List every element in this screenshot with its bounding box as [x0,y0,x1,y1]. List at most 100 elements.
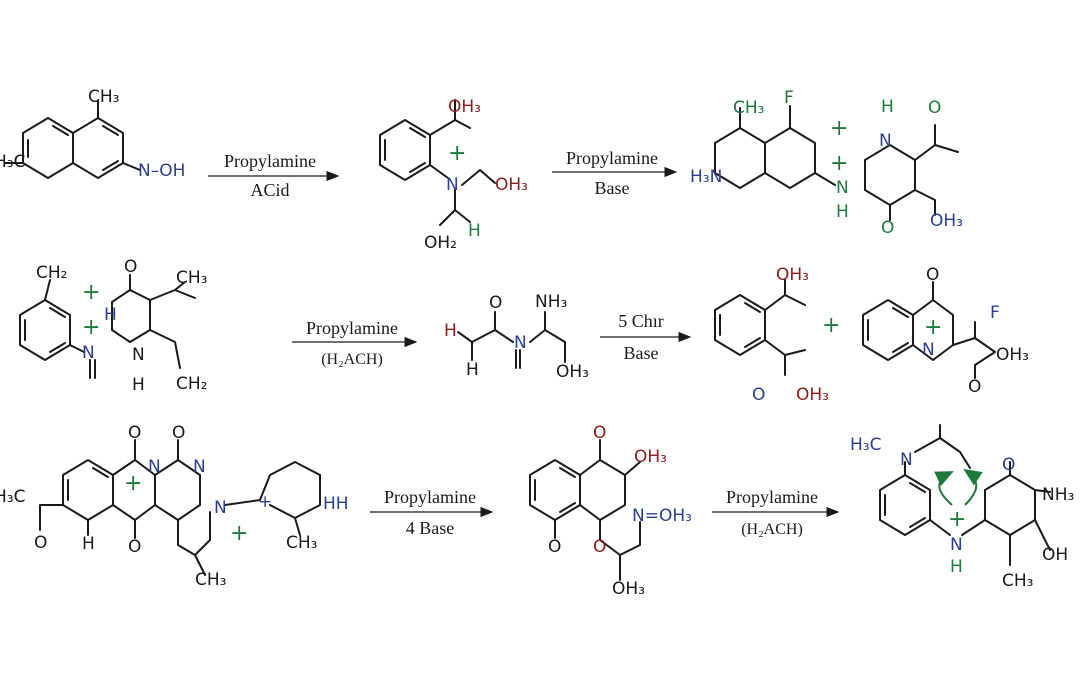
molecule-2-iminium-ketone: OH₃ + N OH₃ OH₂ H [379,97,528,253]
n-label-12: N [950,535,963,555]
molecule-6-aryl-ketone: OH₃ O OH₃ [714,265,829,405]
n-label-6: N [514,333,527,353]
h-label-3: H [881,97,894,117]
oh3-label: OH₃ [448,97,481,117]
plus-sign-7: + [924,315,942,340]
molecule-10-diarylamine: H₃C N + N H O NH₃ OH CH₃ [850,424,1074,591]
h-label-8: H [82,534,95,554]
f-label: F [784,88,794,108]
plus-sign-4: + [82,280,100,305]
oh3-label-7: OH₃ [996,345,1029,365]
hh-label: HH [323,494,349,514]
arrow-3-reagent: Propylamine [306,318,398,338]
h3c-label-2: H₃C [0,487,25,507]
oh3-label-3: OH₃ [930,211,963,231]
n-label-4: N [82,343,95,363]
h-label-7: H [466,360,479,380]
n-label-3: N [879,131,892,151]
o-label-2: O [881,218,894,238]
h-label-9: H [950,557,963,577]
arrow-4-condition: Base [624,343,659,363]
oh3-label-6: OH₃ [796,385,829,405]
o-label-8: O [128,423,141,443]
reaction-arrow-4: 5 Chır Base [600,311,692,363]
n-oh-label: N–OH [138,161,185,181]
c-center-label: + [258,492,272,512]
n-label-2: N [836,178,849,198]
plus-sign-6: + [822,313,840,338]
molecule-5-enamine: H O N NH₃ H OH₃ [444,292,589,382]
oh3-label-9: OH₃ [612,579,645,599]
reaction-arrow-3: Propylamine (H₂ACH) [292,318,418,368]
molecule-9-naphthoquinone-oxazinone: O OH₃ O N=OH₃ O OH₃ [529,423,692,599]
n-label-8: N [148,457,161,477]
o-label-9: O [172,423,185,443]
arrow-5-reagent: Propylamine [384,487,476,507]
molecule-1-dimethylnaphthalene-noh: CH₃ H₃C N–OH [0,87,185,181]
h3c-label: H₃C [0,152,25,172]
molecule-7-quinolinone: O + N F O OH₃ [862,265,1029,397]
ch3-label-5: CH₃ [195,570,226,590]
arrow-6-condition: (H₂ACH) [741,521,803,538]
o-label-12: O [593,423,606,443]
f-label-2: F [990,303,1000,323]
h-label-2: H [836,202,849,222]
n-label-5: N [132,345,145,365]
reaction-arrow-1: Propylamine ACid [208,151,340,200]
molecule-3-isoquinoline-pyridine: CH₃ F H₃N N H + + N H O O OH₃ [690,88,963,238]
n-label-11: N [900,450,913,470]
h-label-6: H [444,321,457,341]
reaction-arrow-6: Propylamine (H₂ACH) [712,487,840,538]
oh-label: OH [1042,545,1068,565]
n-oh3-label: N=OH₃ [632,506,692,526]
molecule-8-polycyclic: O O N N + O H₃C O H N + + HH CH₃ CH₃ [0,423,349,590]
n-label-10: N [214,498,227,518]
oh2-label: OH₂ [424,233,457,253]
oh3-label-8: OH₃ [634,447,667,467]
nh3-label-2: NH₃ [1042,485,1074,505]
ch3-label: CH₃ [88,87,119,107]
ch3-label-6: CH₃ [1002,571,1033,591]
reaction-arrow-5: Propylamine 4 Base [370,487,494,538]
n-label-7: N [922,340,935,360]
o-label-10: O [128,537,141,557]
ch3-label-4: CH₃ [286,533,317,553]
h-label-5: H [132,375,145,395]
h-label: H [468,221,481,241]
plus-sign-3: + [830,151,848,176]
n-label: N [446,175,459,195]
arrow-2-condition: Base [595,178,630,198]
reaction-arrow-2: Propylamine Base [552,148,678,198]
h-label-4: H [104,305,117,325]
arrow-5-condition: 4 Base [406,518,455,538]
nh3-label: NH₃ [535,292,567,312]
ch3-label-3: CH₃ [176,268,207,288]
arrow-6-reagent: Propylamine [726,487,818,507]
o-label: O [928,98,941,118]
molecule-4-benzyl-pyrimidine: CH₂ + + N H O N H CH₃ CH₂ [19,257,207,395]
plus-sign-2: + [830,116,848,141]
o-label-15: O [1002,455,1015,475]
ch2-label-2: CH₂ [176,374,207,394]
ch3-label-2: CH₃ [733,98,764,118]
o-label-7: O [968,377,981,397]
o-label-11: O [34,533,47,553]
o-label-4: O [489,293,502,313]
ch2-label: CH₂ [36,263,67,283]
arrow-1-reagent: Propylamine [224,151,316,171]
o-label-6: O [926,265,939,285]
plus-sign-8: + [124,471,142,496]
plus-sign-5: + [82,315,100,340]
h3n-label: H₃N [690,167,722,187]
o-label-14: O [593,537,606,557]
plus-sign-9: + [230,521,248,546]
arrow-4-reagent: 5 Chır [618,311,664,331]
o-label-5: O [752,385,765,405]
o-label-3: O [124,257,137,277]
arrow-3-condition: (H₂ACH) [321,351,383,368]
oh3-label-4: OH₃ [556,362,589,382]
plus-sign-10: + [948,507,966,532]
h3c-label-3: H₃C [850,435,881,455]
oh3-label-2: OH₃ [495,175,528,195]
